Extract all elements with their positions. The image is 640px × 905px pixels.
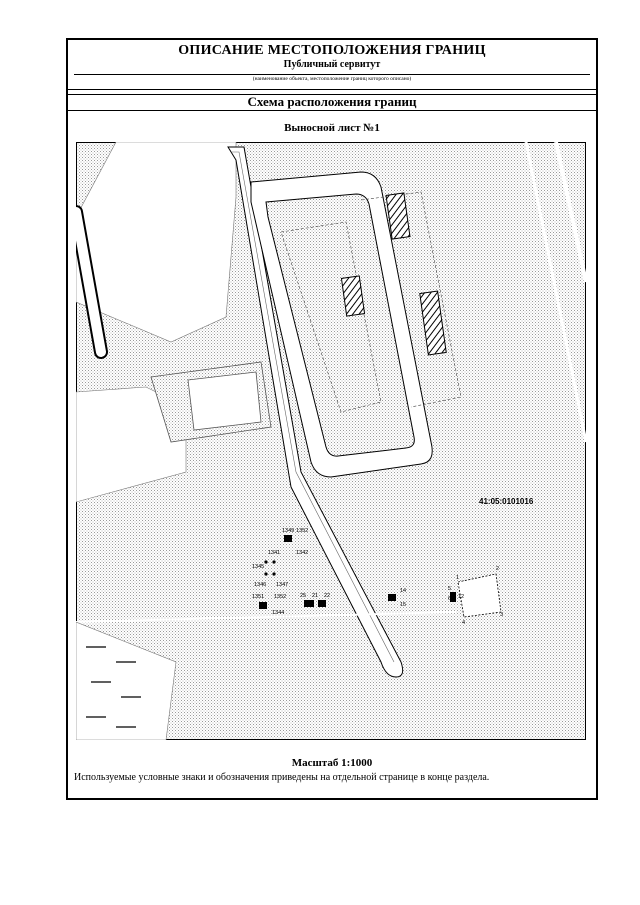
point-label: 1352 bbox=[274, 594, 286, 600]
section-title: Схема расположения границ bbox=[68, 94, 596, 111]
document-frame: ОПИСАНИЕ МЕСТОПОЛОЖЕНИЯ ГРАНИЦ Публичный… bbox=[66, 38, 598, 800]
point-label: 1351 bbox=[252, 594, 264, 600]
point-label: 1345 bbox=[252, 564, 264, 570]
underline-rule bbox=[74, 74, 590, 75]
scale-label: Масштаб 1:1000 bbox=[291, 757, 373, 769]
road-outer bbox=[227, 146, 404, 678]
cadastral-number: 41:05:0101016 bbox=[479, 497, 534, 506]
point-label: 22 bbox=[324, 593, 330, 599]
parcel-right-small bbox=[457, 573, 502, 618]
document-title: ОПИСАНИЕ МЕСТОПОЛОЖЕНИЯ ГРАНИЦ bbox=[178, 43, 486, 58]
point-label: 1342 bbox=[296, 550, 308, 556]
point-label: 25 bbox=[300, 593, 306, 599]
point-label: 21 bbox=[312, 593, 318, 599]
point-label: 3 bbox=[500, 612, 503, 618]
sheet-title: Выносной лист №1 bbox=[284, 122, 380, 134]
building-left-inner bbox=[187, 371, 262, 431]
hatched-area-1 bbox=[385, 192, 411, 240]
point-label: 1352 bbox=[296, 528, 308, 534]
point-label: 2 bbox=[496, 566, 499, 572]
object-caption: (наименование объекта, местоположение гр… bbox=[252, 76, 412, 82]
point-label: 5 bbox=[448, 586, 451, 592]
point-label: 1341 bbox=[268, 550, 280, 556]
hatched-area-2 bbox=[340, 275, 366, 317]
point-label: 1 bbox=[456, 575, 459, 581]
point-label: 4 bbox=[462, 620, 465, 626]
object-name: Публичный сервитут bbox=[283, 59, 381, 70]
point-label: 12 bbox=[458, 594, 464, 600]
boundary-scheme-map: 41:05:0101016 1349 1352 1341 1342 1345 1… bbox=[76, 142, 586, 740]
hatched-area-3 bbox=[419, 290, 447, 356]
point-label: 1346 bbox=[254, 582, 266, 588]
point-label: 15 bbox=[400, 602, 406, 608]
point-label: 6 bbox=[448, 596, 451, 602]
legend-note: Используемые условные знаки и обозначени… bbox=[74, 772, 490, 783]
parcel-bottom-left bbox=[76, 621, 177, 740]
point-label: 1349 bbox=[282, 528, 294, 534]
document-header: ОПИСАНИЕ МЕСТОПОЛОЖЕНИЯ ГРАНИЦ Публичный… bbox=[68, 40, 596, 90]
point-label: 14 bbox=[400, 588, 406, 594]
point-label: 1344 bbox=[272, 610, 284, 616]
point-label: 1347 bbox=[276, 582, 288, 588]
boundary-points-left bbox=[259, 535, 456, 609]
